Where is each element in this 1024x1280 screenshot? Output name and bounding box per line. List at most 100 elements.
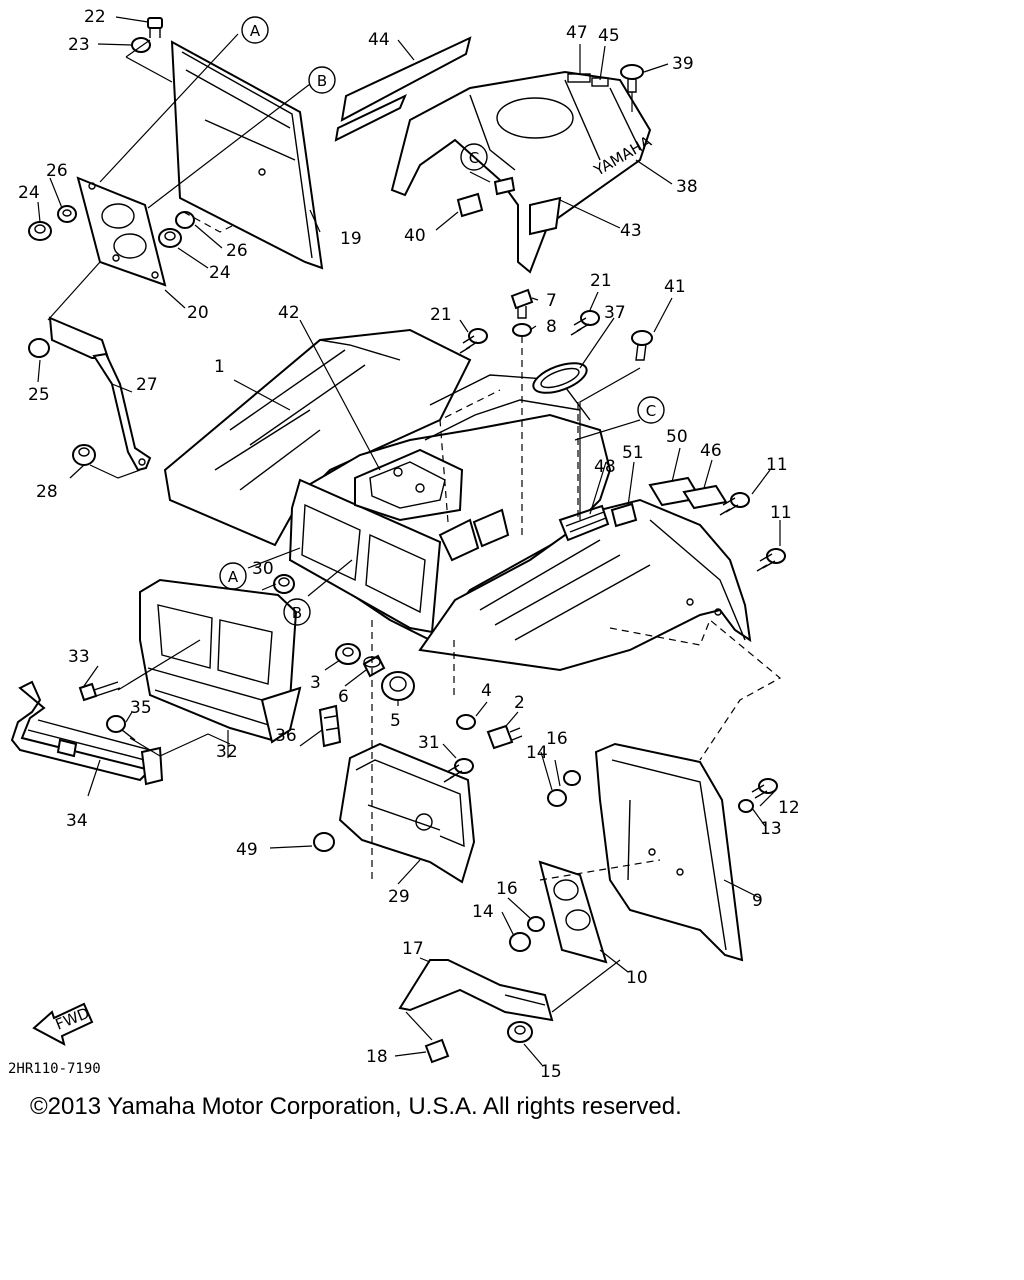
part-label-8: 8	[546, 317, 557, 337]
ref-marker-c-top-label: C	[469, 149, 479, 167]
nut-15	[507, 1021, 533, 1043]
ref-marker-a-top: A	[241, 16, 269, 44]
headlight-29	[338, 742, 476, 884]
top-pad-42	[354, 448, 464, 522]
decal-51	[610, 502, 638, 528]
headlight-housing-frame	[288, 478, 442, 634]
part-label-33: 33	[68, 647, 90, 667]
nut-3	[335, 643, 361, 665]
diagram-code: 2HR110-7190	[8, 1061, 101, 1077]
washer-8	[512, 323, 532, 337]
ref-marker-a-bottom: A	[219, 562, 247, 590]
part-number-labels: 22 23 26 24 26 24 19 20 25 27 28 44 47 4…	[18, 7, 800, 1080]
bolt-21-left	[459, 328, 488, 354]
ref-marker-b-bottom-label: B	[292, 604, 302, 622]
part-label-44: 44	[368, 30, 390, 50]
part-label-6: 6	[338, 687, 349, 707]
part-label-11b: 11	[770, 503, 792, 523]
part-label-40: 40	[404, 226, 426, 246]
forward-arrow-icon: FWD	[32, 1002, 94, 1046]
grommet-37	[532, 362, 588, 394]
washer-26-left	[57, 205, 77, 223]
headlight-bezel-32	[139, 578, 302, 744]
bolt-21-right	[570, 310, 600, 336]
washer-16-lower	[527, 916, 545, 932]
part-label-47: 47	[566, 23, 588, 43]
part-label-1: 1	[214, 357, 225, 377]
exploded-parts-diagram: YAMAHA	[8, 7, 800, 1080]
part-label-4: 4	[481, 681, 492, 701]
part-label-11a: 11	[766, 455, 788, 475]
part-label-24b: 24	[209, 263, 231, 283]
part-label-9: 9	[752, 891, 763, 911]
part-label-24a: 24	[18, 183, 40, 203]
part-label-16b: 16	[496, 879, 518, 899]
part-label-43: 43	[620, 221, 642, 241]
assembly-dashed-lines	[179, 209, 782, 881]
part-label-2: 2	[514, 693, 525, 713]
screw-41	[631, 330, 653, 361]
part-label-14a: 14	[526, 743, 548, 763]
part-label-21a: 21	[430, 305, 452, 325]
nut-25	[28, 338, 50, 358]
tank-cover-38: YAMAHA	[390, 70, 655, 274]
collar-6	[362, 654, 386, 678]
bolt-33	[78, 681, 121, 702]
part-label-46: 46	[700, 441, 722, 461]
part-label-5: 5	[390, 711, 401, 731]
clamp-36	[318, 704, 342, 748]
screw-22	[147, 17, 163, 38]
washer-26-right	[175, 211, 195, 229]
decal-46	[682, 484, 728, 510]
ref-marker-c-right-label: C	[646, 402, 656, 420]
ref-marker-c-top: C	[460, 143, 488, 171]
ref-marker-b-top: B	[308, 66, 336, 94]
part-label-14b: 14	[472, 902, 494, 922]
decal-strip-44	[334, 36, 472, 142]
clip-40	[456, 176, 516, 218]
part-label-3: 3	[310, 673, 321, 693]
part-label-45: 45	[598, 26, 620, 46]
part-label-49: 49	[236, 840, 258, 860]
bolt-2	[486, 724, 523, 750]
nut-23	[131, 37, 151, 53]
part-label-39: 39	[672, 54, 694, 74]
decal-48	[558, 504, 610, 542]
stay-27	[48, 316, 152, 472]
part-label-35: 35	[130, 698, 152, 718]
nut-14-lower	[509, 932, 531, 952]
nut-28	[72, 444, 96, 466]
part-label-26b: 26	[226, 241, 248, 261]
part-label-27: 27	[136, 375, 158, 395]
part-label-51: 51	[622, 443, 644, 463]
part-label-42: 42	[278, 303, 300, 323]
part-label-26a: 26	[46, 161, 68, 181]
part-label-10: 10	[626, 968, 648, 988]
part-label-22: 22	[84, 7, 106, 27]
bolt-12	[751, 778, 778, 799]
part-label-29: 29	[388, 887, 410, 907]
part-label-16a: 16	[546, 729, 568, 749]
part-label-25: 25	[28, 385, 50, 405]
fender-pad-left	[438, 518, 480, 562]
part-label-41: 41	[664, 277, 686, 297]
part-label-50: 50	[666, 427, 688, 447]
part-label-15: 15	[540, 1062, 562, 1080]
bolt-35	[106, 715, 136, 741]
washer-16-upper	[563, 770, 581, 786]
bolt-31	[443, 758, 474, 783]
part-label-7: 7	[546, 291, 557, 311]
part-label-21b: 21	[590, 271, 612, 291]
washer-4	[456, 714, 476, 730]
fender-pad-right	[472, 508, 510, 548]
ref-marker-b-bottom: B	[283, 598, 311, 626]
bumper-34	[10, 680, 164, 786]
part-label-18: 18	[366, 1047, 388, 1067]
nut-14-upper	[547, 789, 567, 807]
grommet-5	[381, 671, 415, 701]
bolt-49	[313, 832, 335, 852]
part-label-38: 38	[676, 177, 698, 197]
bracket-plate-10	[538, 860, 608, 964]
screw-39	[620, 64, 644, 93]
stay-17	[398, 959, 554, 1022]
